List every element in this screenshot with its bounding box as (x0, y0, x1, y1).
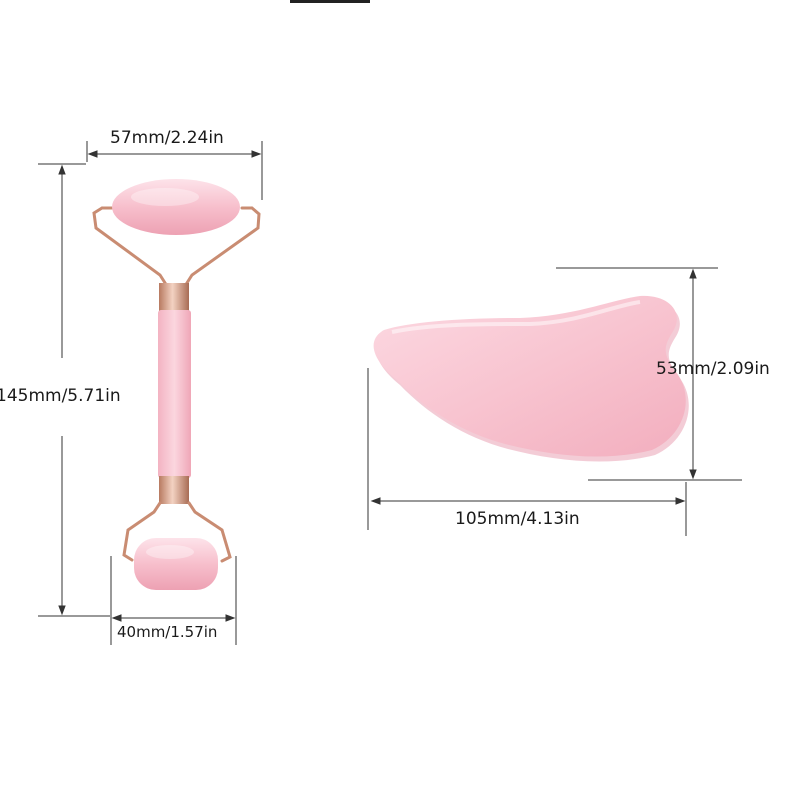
gua-sha-board (373, 295, 689, 462)
roller-bottom-stone (134, 538, 218, 590)
gua-sha-stone (373, 295, 686, 457)
roller-top-stone-highlight (131, 188, 199, 206)
roller-lower-ferrule (159, 476, 189, 504)
roller-bottom-stone-highlight (146, 545, 194, 559)
roller-top-stone (112, 179, 240, 235)
roller-top-frame (92, 206, 261, 288)
dimension-lines (38, 141, 742, 645)
gua-sha-edge-highlight (391, 300, 641, 334)
roller-handle (158, 310, 191, 478)
roller-height-label: 145mm/5.71in (0, 384, 121, 408)
roller-top-width-label: 57mm/2.24in (110, 128, 224, 148)
gua-sha-width-label: 105mm/4.13in (455, 509, 580, 529)
top-cropped-mark (290, 0, 370, 3)
roller-bottom-frame (122, 501, 232, 563)
roller-bottom-width-label: 40mm/1.57in (117, 623, 218, 641)
face-roller (92, 179, 261, 590)
roller-upper-ferrule (159, 283, 189, 311)
gua-sha-height-label: 53mm/2.09in (656, 359, 770, 379)
